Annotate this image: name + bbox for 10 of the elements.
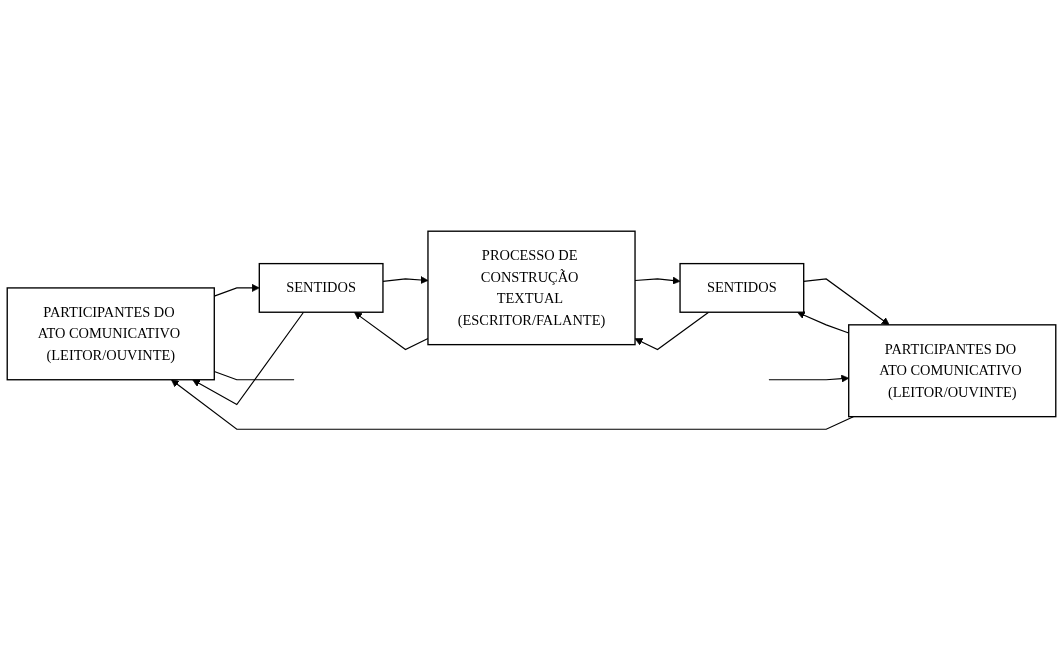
node-box: PARTICIPANTES DO ATO COMUNICATIVO (LEITOR/OUVINTE) [848,323,1057,418]
node-box: PROCESSO DE CONSTRUÇÃO TEXTUAL (ESCRITOR/FALANTE) [427,230,636,346]
node-box: SENTIDOS [679,262,805,313]
node-box: SENTIDOS [258,262,384,313]
arrow [192,311,305,406]
arrow [803,278,890,325]
node-box: PARTICIPANTES DO ATO COMUNICATIVO (LEITOR/OUVINTE) [6,287,215,381]
arrow [171,379,854,430]
arrow [354,311,429,351]
arrow [634,311,710,351]
